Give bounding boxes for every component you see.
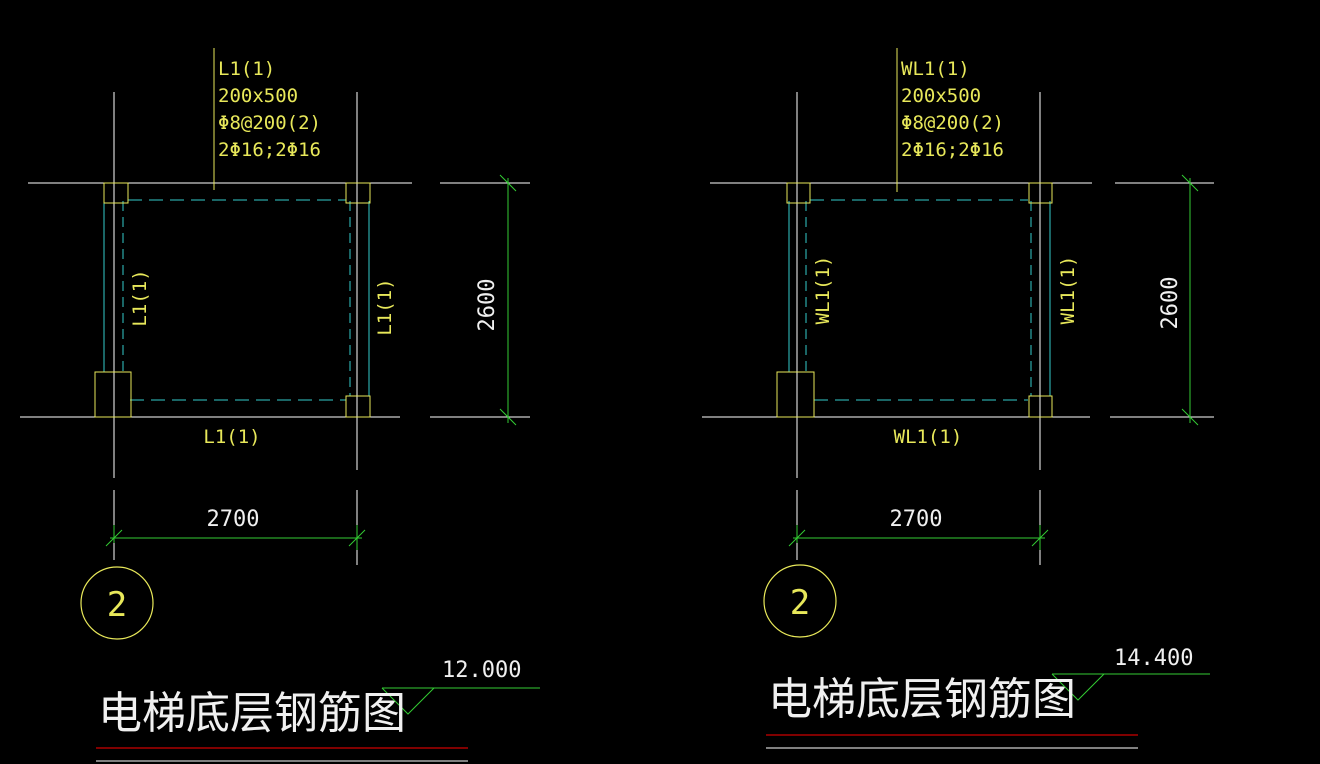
axis-bubble-circle bbox=[80, 566, 154, 640]
beam-name-label: L1(1) bbox=[218, 58, 275, 80]
right-beam-label: WL1(1) bbox=[1057, 256, 1079, 325]
axis-bubble-label: 2 bbox=[107, 585, 127, 625]
dim-v-tick-top bbox=[1181, 174, 1199, 192]
rebar-label: 2Φ16;2Φ16 bbox=[901, 139, 1004, 161]
beam-size-label: 200x500 bbox=[901, 85, 981, 107]
right-beam-label: L1(1) bbox=[374, 278, 396, 335]
dim-v-tick-bottom bbox=[499, 408, 517, 426]
elevation-symbol bbox=[381, 687, 540, 715]
elevation-value: 12.000 bbox=[442, 658, 521, 683]
drawing-title: 电梯底层钢筋图 bbox=[768, 674, 1076, 725]
beam-size-label: 200x500 bbox=[218, 85, 298, 107]
beam-name-label: WL1(1) bbox=[901, 58, 970, 80]
elevation-value: 14.400 bbox=[1114, 646, 1193, 671]
dim-v-tick-bottom bbox=[1181, 408, 1199, 426]
panel-right: WL1(1) 200x500 Φ8@200(2) 2Φ16;2Φ16 WL1(1… bbox=[702, 48, 1214, 749]
beam-outlines bbox=[788, 199, 1051, 401]
bottom-beam-label: L1(1) bbox=[203, 426, 260, 448]
panel-left: L1(1) 200x500 Φ8@200(2) 2Φ16;2Φ16 L1(1) … bbox=[20, 48, 540, 762]
elevation-triangle bbox=[381, 687, 435, 715]
dim-v-tick-top bbox=[499, 174, 517, 192]
elevation-triangle bbox=[1051, 673, 1105, 701]
column-bottom-left bbox=[94, 371, 132, 418]
rebar-label: 2Φ16;2Φ16 bbox=[218, 139, 321, 161]
dim-vertical-value: 2600 bbox=[475, 279, 500, 332]
axis-lines bbox=[702, 92, 1214, 565]
column-bottom-left bbox=[776, 371, 815, 418]
beam-outlines bbox=[103, 199, 370, 401]
dimension-horizontal bbox=[788, 525, 1049, 550]
axis-bubble-label: 2 bbox=[790, 583, 810, 623]
bottom-beam-label: WL1(1) bbox=[894, 426, 963, 448]
column-bottom-right bbox=[345, 395, 371, 418]
dimension-vertical bbox=[1181, 174, 1199, 426]
columns bbox=[94, 182, 371, 418]
axis-bubble-circle bbox=[763, 564, 837, 638]
column-bottom-right bbox=[1028, 395, 1053, 418]
stirrup-label: Φ8@200(2) bbox=[901, 112, 1004, 134]
dim-vertical-value: 2600 bbox=[1158, 277, 1183, 330]
elevation-symbol bbox=[1051, 673, 1210, 701]
drawing-title: 电梯底层钢筋图 bbox=[98, 688, 406, 739]
dimension-horizontal bbox=[105, 525, 366, 550]
left-beam-label: WL1(1) bbox=[812, 256, 834, 325]
column-top-left bbox=[103, 182, 129, 204]
axis-lines bbox=[20, 92, 530, 565]
stirrup-label: Φ8@200(2) bbox=[218, 112, 321, 134]
columns bbox=[776, 182, 1053, 418]
left-beam-label: L1(1) bbox=[129, 269, 151, 326]
dimension-vertical bbox=[499, 174, 517, 426]
dim-horizontal-value: 2700 bbox=[890, 507, 943, 532]
column-top-left bbox=[786, 182, 811, 204]
column-top-right bbox=[345, 182, 371, 204]
column-top-right bbox=[1028, 182, 1053, 204]
dim-horizontal-value: 2700 bbox=[207, 507, 260, 532]
